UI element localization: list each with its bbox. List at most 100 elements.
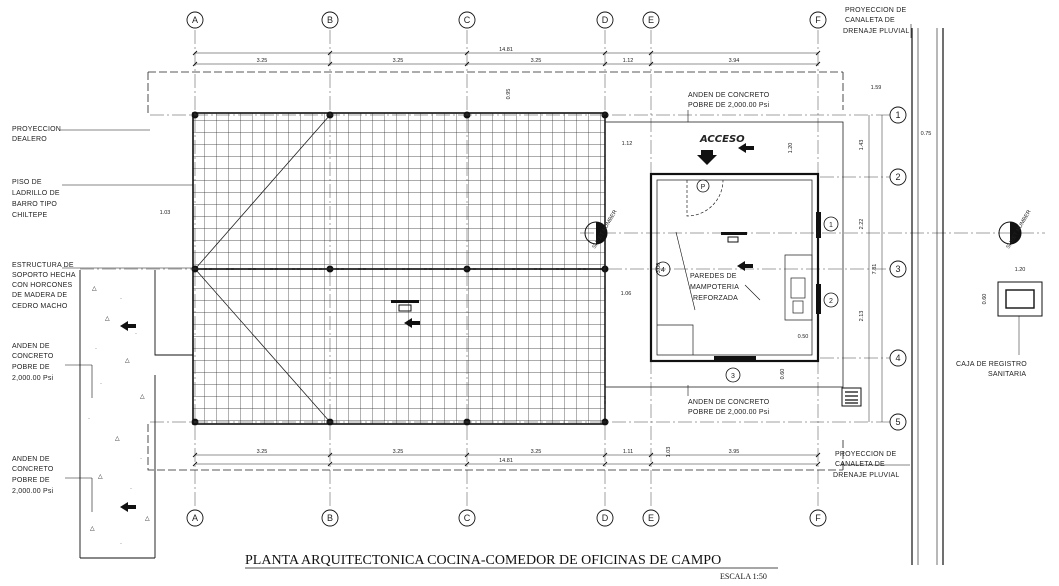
diagonal-brace-bottom (195, 269, 331, 423)
dimension-lines (195, 52, 883, 465)
grid-b-bottom: B (327, 513, 333, 523)
grid-column-bubbles (186, 11, 827, 527)
sanitary-registry-box (997, 281, 1043, 355)
dim-112: 1.12 (622, 141, 633, 147)
note-registry-2: SANITARIA (988, 371, 1026, 378)
dim-103b: 1.03 (666, 447, 672, 458)
dim-top-ab: 3.25 (257, 58, 268, 64)
grid-e-top: E (648, 15, 654, 25)
window-tag-labels: 4 3 2 1 (661, 222, 833, 380)
door-tag-text: P (701, 184, 706, 191)
dim-registry-height: 0.60 (982, 294, 988, 305)
grid-a-top: A (192, 15, 198, 25)
dim-222: 2.22 (859, 219, 865, 230)
note-walk1-4: 2,000.00 Psi (12, 375, 54, 382)
window-tag-4: 4 (661, 267, 665, 274)
dim-213: 2.13 (859, 311, 865, 322)
grid-d-top: D (602, 15, 609, 25)
kitchen-walls (649, 172, 821, 363)
dim-095: 0.95 (506, 89, 512, 100)
svg-text:△: △ (145, 516, 150, 522)
note-gutter-top-2: CANALETA DE (845, 17, 895, 24)
eave-projection (147, 71, 844, 471)
note-walls-3: REFORZADA (693, 295, 738, 302)
dim-300: 3.00 (656, 263, 662, 274)
dim-bot-ef: 3.95 (729, 449, 740, 455)
svg-text:·: · (120, 541, 122, 547)
dim-103: 1.03 (160, 210, 171, 216)
note-walk-top-1: ANDEN DE CONCRETO (688, 92, 770, 99)
svg-text:△: △ (125, 358, 130, 364)
dim-bot-cd: 3.25 (531, 449, 542, 455)
svg-text:△: △ (105, 316, 110, 322)
annotations: PROYECCION DEALERO PISO DE LADRILLO DE B… (12, 7, 1027, 495)
dim-registry-width: 1.20 (1015, 267, 1026, 273)
note-walk-top-2: POBRE DE 2,000.00 Psi (688, 102, 769, 109)
dim-106: 1.06 (621, 291, 632, 297)
drawing-title: PLANTA ARQUITECTONICA COCINA-COMEDOR DE … (245, 553, 721, 568)
note-floor-1: PISO DE (12, 179, 42, 186)
note-walk1-2: CONCRETO (12, 353, 54, 360)
note-registry-1: CAJA DE REGISTRO (956, 361, 1027, 368)
note-structure-4: DE MADERA DE (12, 292, 67, 299)
kitchen-counters (657, 254, 813, 355)
note-structure-5: CEDRO MACHO (12, 303, 68, 310)
dim-top-ef: 3.94 (729, 58, 740, 64)
dim-075: 0.75 (921, 131, 932, 137)
note-walk1-1: ANDEN DE (12, 343, 50, 350)
dimension-text: 14.81 3.25 3.25 3.25 1.12 3.94 3.25 3.25… (160, 47, 1026, 464)
dim-top-cd: 3.25 (531, 58, 542, 64)
drainage-channel (911, 28, 944, 565)
window-tags (655, 216, 839, 383)
grid-c-bottom: C (464, 513, 471, 523)
grid-1: 1 (895, 110, 900, 120)
note-gutter-bot-3: DRENAJE PLUVIAL (833, 472, 899, 479)
svg-text:△: △ (98, 474, 103, 480)
note-floor-4: CHILTEPE (12, 212, 47, 219)
window-tag-2: 2 (829, 298, 833, 305)
svg-text:·: · (140, 456, 142, 462)
svg-text:△: △ (115, 436, 120, 442)
svg-text:·: · (130, 486, 132, 492)
floor-drain-grate (841, 387, 862, 407)
grid-f-top: F (815, 15, 821, 25)
grid-4: 4 (895, 353, 900, 363)
grid-d-bottom: D (602, 513, 609, 523)
dim-159: 1.59 (871, 85, 882, 91)
dimension-ticks (192, 50, 821, 467)
dim-top-total: 14.81 (499, 47, 513, 53)
note-walk-bot-2: POBRE DE 2,000.00 Psi (688, 409, 769, 416)
grid-2: 2 (895, 172, 900, 182)
note-floor-3: BARRO TIPO (12, 201, 57, 208)
sheet-number-right: SHEET NUMBER (1006, 209, 1033, 250)
grid-axes (80, 30, 1045, 508)
note-structure-2: SOPORTO HECHA (12, 272, 76, 279)
access-label: ACCESO (699, 134, 745, 145)
grid-a-bottom: A (192, 513, 198, 523)
dim-060: 0.60 (780, 369, 786, 380)
left-walkway (79, 270, 193, 559)
kitchen-walkway (604, 121, 844, 388)
dim-781: 7.81 (872, 264, 878, 275)
note-walk2-2: CONCRETO (12, 466, 54, 473)
dim-120: 1.20 (788, 143, 794, 154)
grid-3: 3 (895, 264, 900, 274)
dim-bot-de: 1.11 (623, 449, 633, 455)
svg-text:·: · (88, 416, 90, 422)
svg-text:△: △ (92, 286, 97, 292)
svg-text:△: △ (90, 526, 95, 532)
note-gutter-bot-1: PROYECCION DE (835, 451, 896, 458)
note-eave-2: DEALERO (12, 136, 47, 143)
grid-b-top: B (327, 15, 333, 25)
note-walk1-3: POBRE DE (12, 364, 50, 371)
drawing-scale: ESCALA 1:50 (720, 572, 767, 581)
grid-row-bubbles (889, 106, 907, 431)
leader-lines (60, 24, 912, 512)
note-structure-1: ESTRUCTURA DE (12, 262, 74, 269)
svg-text:△: △ (140, 394, 145, 400)
svg-text:·: · (95, 346, 97, 352)
note-walk2-1: ANDEN DE (12, 456, 50, 463)
dim-bot-ab: 3.25 (257, 449, 268, 455)
section-markers (391, 232, 747, 312)
